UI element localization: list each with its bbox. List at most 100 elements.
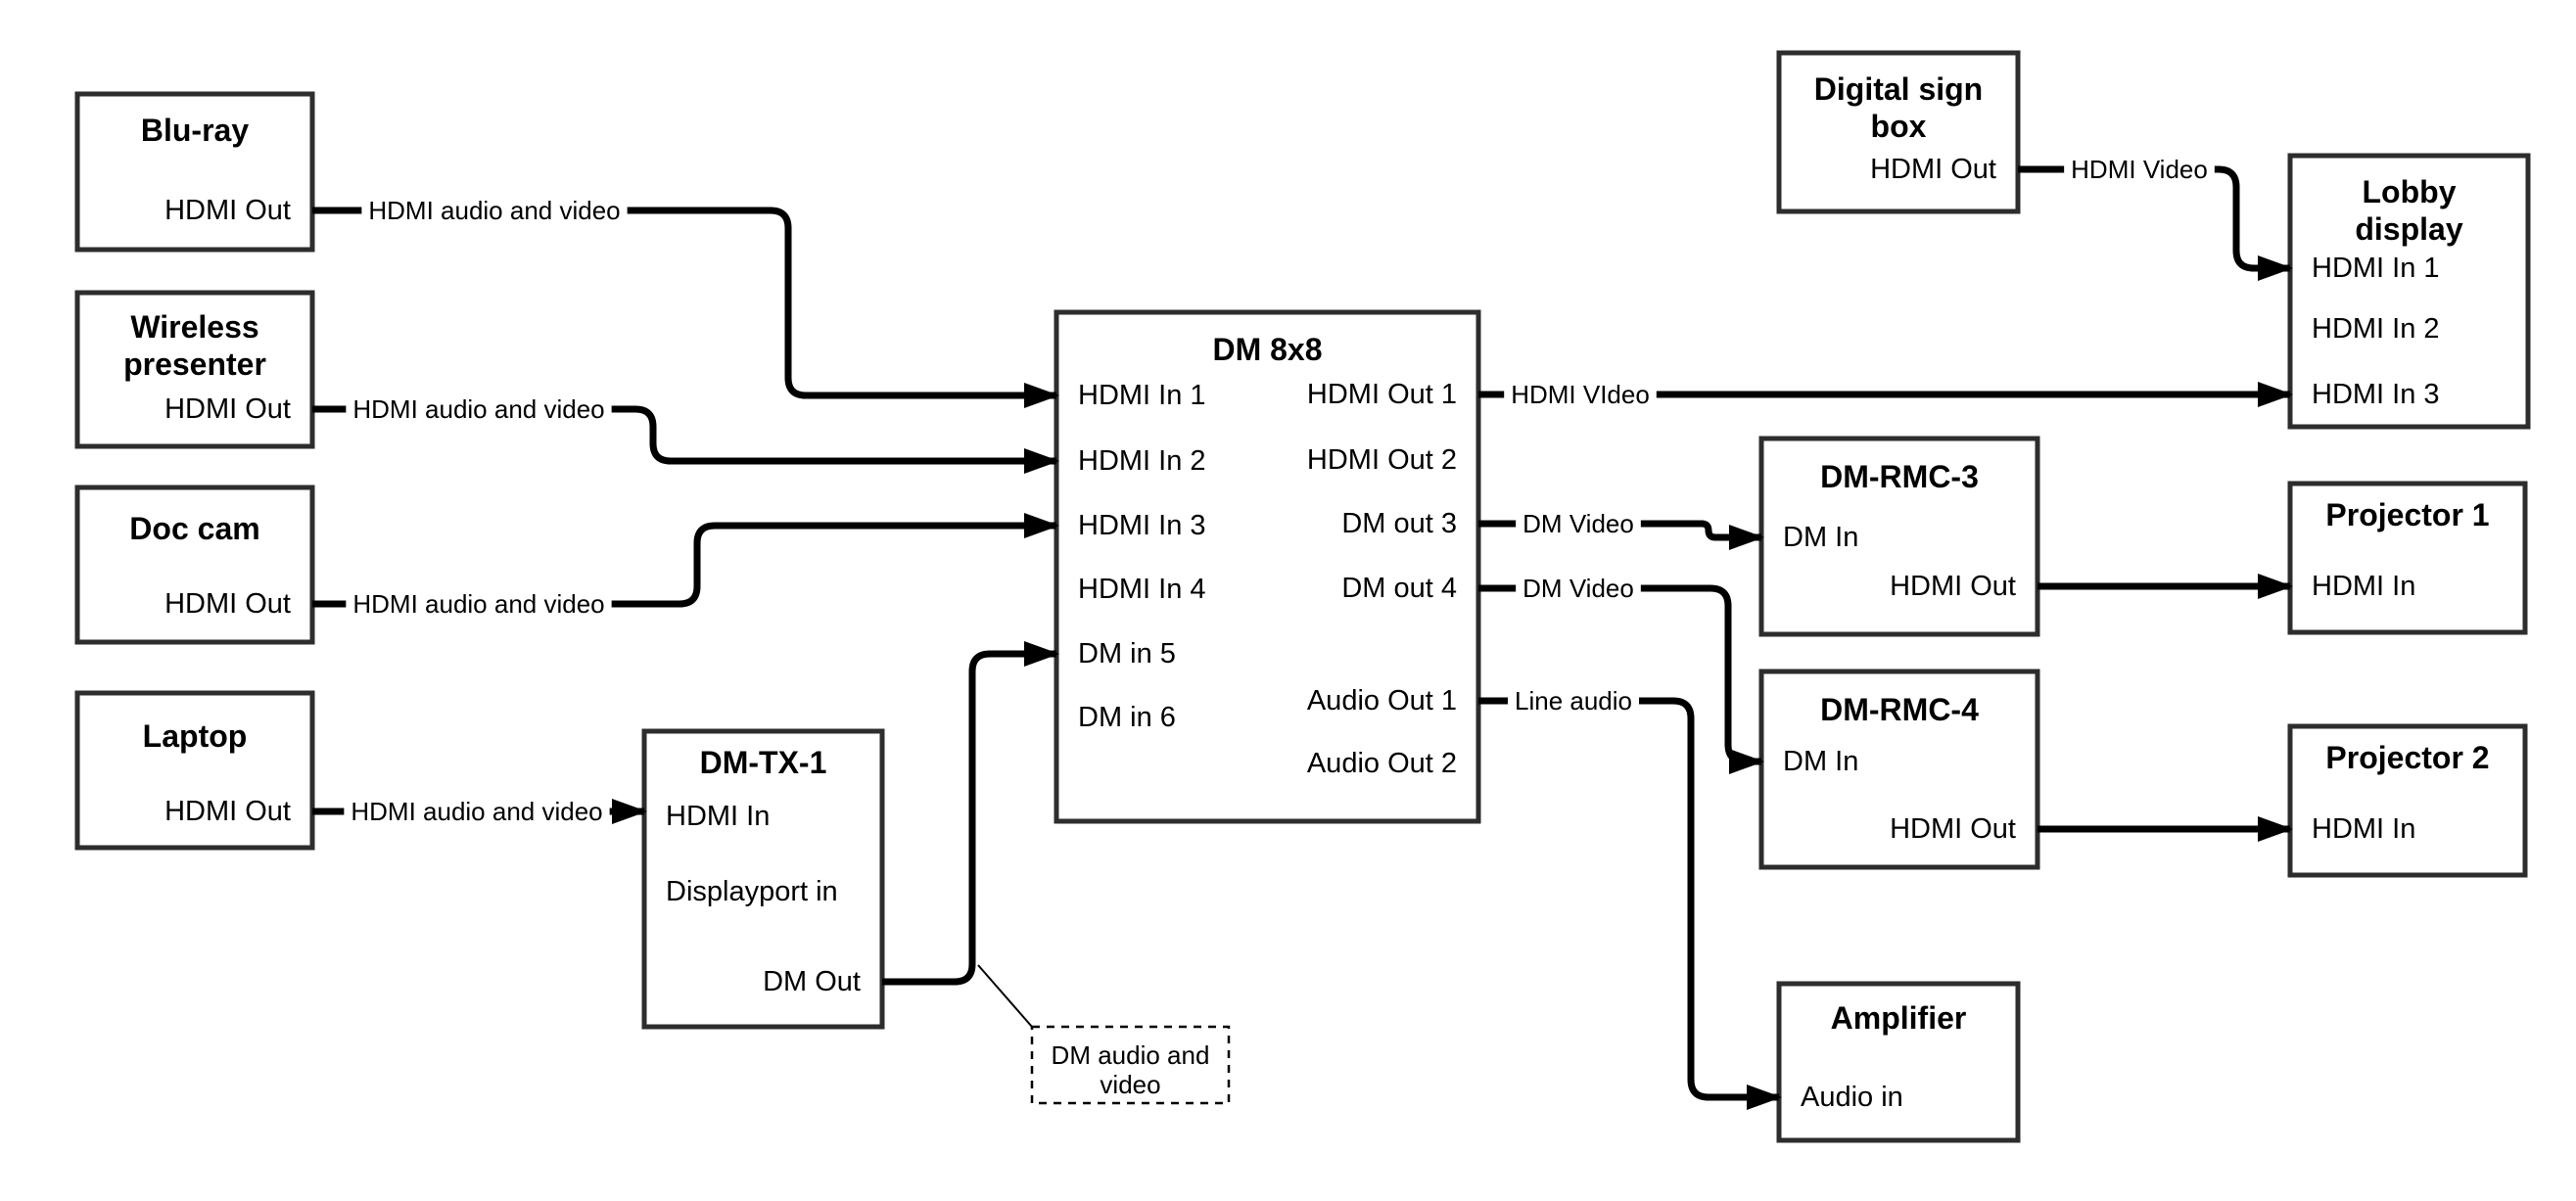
- node-box-dm-tx-1: [641, 728, 885, 1030]
- edge-label-background: [1516, 572, 1641, 605]
- edge-dm8x8-hdmi-out-1-to-lobby-hdmi-in-3: HDMI VIdeo: [1478, 378, 2293, 411]
- node-box-projector-1: [2287, 481, 2528, 635]
- node-title: Digital sign: [1814, 71, 1983, 107]
- edge-label-background: [1516, 507, 1641, 540]
- edge-label: DM Video: [1522, 574, 1634, 603]
- port-label: HDMI Out: [1870, 154, 1996, 185]
- port-label: DM in 5: [1078, 638, 1176, 670]
- edge-label-background: [361, 194, 628, 227]
- edge-label-background: [346, 393, 612, 426]
- callout-text: video: [1100, 1070, 1160, 1099]
- edge-wireless-to-dm8x8-hdmi-in-2: HDMI audio and video: [312, 393, 1059, 474]
- port-label: HDMI Out: [164, 588, 291, 620]
- edge-wire: [882, 641, 1059, 986]
- edge-wire: [1478, 584, 1764, 774]
- edge-label-background: [344, 795, 610, 828]
- edge-label: HDMI audio and video: [368, 196, 620, 225]
- port-label: DM out 4: [1341, 573, 1457, 604]
- node-title: DM-TX-1: [700, 745, 827, 780]
- edge-label: Line audio: [1515, 686, 1632, 716]
- port-label: DM in 6: [1078, 702, 1176, 733]
- node-title: DM-RMC-3: [1820, 459, 1979, 494]
- port-label: HDMI Out: [1890, 571, 2016, 602]
- edge-label-background: [1508, 684, 1639, 717]
- edge-dm8x8-dm-out-3-to-dmrmc3-dm-in: DM Video: [1478, 507, 1764, 550]
- edge-digitalsign-to-lobby-hdmi-in-1: HDMI Video: [2018, 153, 2293, 281]
- node-title: Projector 1: [2325, 497, 2489, 532]
- node-box-wireless-presenter: [74, 290, 315, 449]
- port-label: HDMI Out: [1890, 813, 2016, 845]
- edge-dm8x8-audio-out-1-to-amplifier-audio-in: Line audio: [1478, 684, 1782, 1110]
- port-label: Audio Out 2: [1307, 748, 1457, 779]
- edge-label: HDMI VIdeo: [1511, 380, 1650, 409]
- node-title: Projector 2: [2325, 740, 2489, 775]
- port-label: HDMI In: [2312, 813, 2415, 845]
- node-box-laptop: [74, 690, 315, 851]
- node-box-digital-sign-box: [1776, 50, 2021, 214]
- node-title: Laptop: [143, 718, 248, 754]
- edge-label: HDMI Video: [2071, 155, 2208, 184]
- edge-label-background: [1504, 378, 1657, 411]
- node-projector-2: Projector 2 HDMI In: [2287, 723, 2528, 878]
- port-label: DM In: [1783, 746, 1858, 777]
- edge-dm8x8-dm-out-4-to-dmrmc4-dm-in: DM Video: [1478, 572, 1764, 774]
- node-title: presenter: [123, 346, 266, 382]
- edge-label: HDMI audio and video: [352, 394, 604, 424]
- node-dm-rmc-3: DM-RMC-3 DM In HDMI Out: [1758, 436, 2040, 637]
- node-projector-1: Projector 1 HDMI In: [2287, 481, 2528, 635]
- edge-doccam-to-dm8x8-hdmi-in-3: HDMI audio and video: [312, 513, 1059, 621]
- port-label: HDMI Out: [164, 195, 291, 226]
- node-title: display: [2355, 211, 2462, 247]
- port-label: HDMI Out 2: [1307, 444, 1457, 476]
- edge-wire: [312, 207, 1059, 408]
- port-label: Audio in: [1801, 1082, 1903, 1113]
- edge-label: HDMI audio and video: [352, 589, 604, 619]
- port-label: DM out 3: [1341, 508, 1457, 539]
- edge-bluray-to-dm8x8-hdmi-in-1: HDMI audio and video: [312, 194, 1059, 408]
- port-label: DM Out: [763, 966, 861, 997]
- port-label: HDMI In 2: [1078, 445, 1206, 477]
- edge-wire: [2018, 165, 2293, 281]
- node-box-projector-2: [2287, 723, 2528, 878]
- callout-box: [1030, 1025, 1231, 1105]
- port-label: HDMI In: [2312, 571, 2415, 602]
- port-label: HDMI In 3: [2312, 379, 2440, 410]
- edge-label: DM Video: [1522, 509, 1634, 538]
- edge-wire: [312, 513, 1059, 608]
- port-label: HDMI In: [666, 801, 770, 832]
- node-title: Amplifier: [1831, 1000, 1967, 1036]
- port-label: Displayport in: [666, 876, 838, 907]
- edge-wire: [1478, 697, 1782, 1110]
- edge-wire: [1478, 520, 1764, 550]
- port-label: HDMI In 3: [1078, 510, 1206, 541]
- edge-wire: [312, 405, 1059, 474]
- node-title: box: [1871, 109, 1927, 144]
- callout-text: DM audio and: [1052, 1040, 1210, 1070]
- node-title: Doc cam: [129, 511, 259, 546]
- node-box-blu-ray: [74, 91, 315, 253]
- port-label: DM In: [1783, 522, 1858, 553]
- node-title: Lobby: [2363, 174, 2457, 209]
- port-label: HDMI Out: [164, 796, 291, 827]
- edge-dmtx1-dmout-to-dm8x8-dm-in-5: [882, 641, 1059, 986]
- node-title: DM 8x8: [1212, 332, 1322, 367]
- node-box-doc-cam: [74, 485, 315, 645]
- port-label: HDMI In 1: [2312, 253, 2440, 284]
- node-title: Wireless: [130, 309, 258, 345]
- node-title: Blu-ray: [141, 113, 249, 148]
- port-label: HDMI In 4: [1078, 574, 1206, 605]
- port-label: Audio Out 1: [1307, 685, 1457, 716]
- edge-laptop-to-dmtx1-hdmi-in: HDMI audio and video: [312, 795, 647, 828]
